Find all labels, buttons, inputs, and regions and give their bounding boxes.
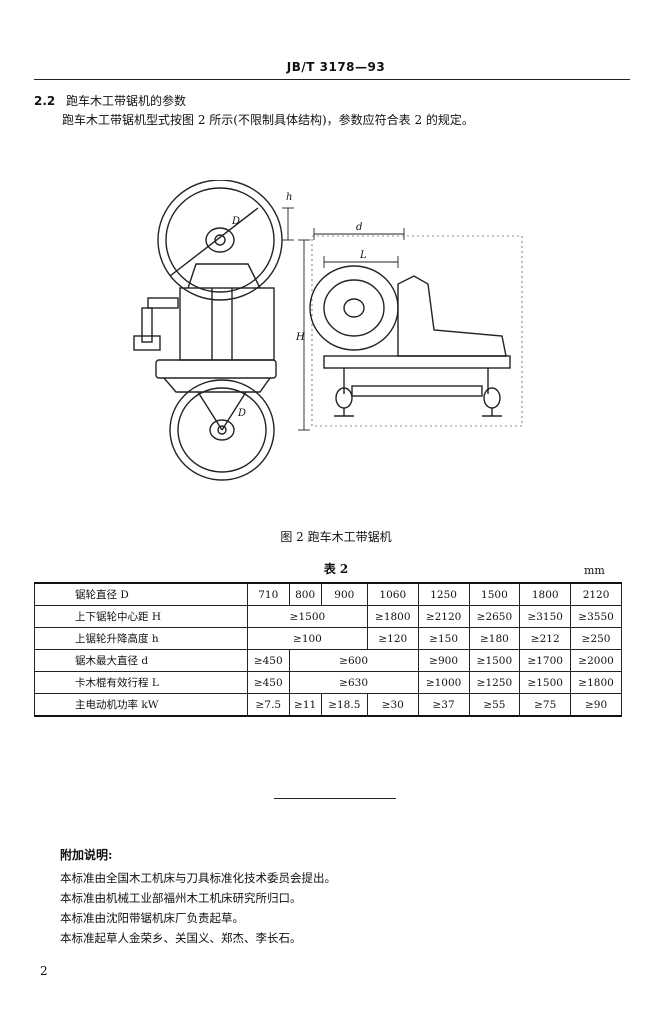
table-cell: ≥3150 xyxy=(519,605,572,628)
table-cell: ≥212 xyxy=(519,627,572,650)
table-cell: ≥3550 xyxy=(570,605,622,628)
row-label: 卡木棍有效行程 L xyxy=(34,671,248,694)
table-cell: 1500 xyxy=(468,582,521,606)
standard-code: JB/T 3178—93 xyxy=(286,60,386,74)
table-cell: ≥37 xyxy=(417,693,470,717)
note-line: 本标准由机械工业部福州木工机床研究所归口。 xyxy=(60,891,302,905)
notes-title: 附加说明: xyxy=(60,848,113,862)
table-cell: 2120 xyxy=(570,582,622,606)
table-cell: ≥1800 xyxy=(366,605,419,628)
body-paragraph: 跑车木工带锯机型式按图 2 所示(不限制具体结构)，参数应符合表 2 的规定。 xyxy=(62,113,474,127)
note-line: 本标准起草人金荣乡、关国义、郑杰、李长石。 xyxy=(60,931,302,945)
table-cell: ≥90 xyxy=(570,693,622,717)
section-title: 跑车木工带锯机的参数 xyxy=(66,94,187,108)
table-cell: ≥55 xyxy=(468,693,521,717)
section-separator xyxy=(274,798,396,799)
page-number: 2 xyxy=(40,964,48,978)
table-cell: ≥600 xyxy=(288,649,419,672)
table-cell: ≥1250 xyxy=(468,671,521,694)
table-cell: 900 xyxy=(320,582,368,606)
table-cell: ≥450 xyxy=(247,671,290,694)
section-number: 2.2 xyxy=(34,94,56,108)
log-carriage xyxy=(309,235,523,427)
table-cell: ≥1000 xyxy=(417,671,470,694)
table-cell: ≥30 xyxy=(366,693,419,717)
table-cell: ≥1500 xyxy=(247,605,368,628)
table-row: 锯木最大直径 d≥450≥600≥900≥1500≥1700≥2000 xyxy=(34,649,622,672)
note-line: 本标准由沈阳带锯机床厂负责起草。 xyxy=(60,911,244,925)
height-dimensions xyxy=(282,207,310,431)
table-cell: ≥1500 xyxy=(519,671,572,694)
table-row: 上下锯轮中心距 H≥1500≥1800≥2120≥2650≥3150≥3550 xyxy=(34,605,622,628)
top-saw-wheel xyxy=(157,180,283,301)
table-cell: ≥11 xyxy=(288,693,322,717)
table-cell: ≥120 xyxy=(366,627,419,650)
table-cell: 710 xyxy=(247,582,290,606)
row-label: 锯木最大直径 d xyxy=(34,649,248,672)
label-h: h xyxy=(286,192,292,203)
note-line: 本标准由全国木工机床与刀具标准化技术委员会提出。 xyxy=(60,871,336,885)
table-row: 卡木棍有效行程 L≥450≥630≥1000≥1250≥1500≥1800 xyxy=(34,671,622,694)
saw-frame xyxy=(133,263,277,393)
table-cell: 1060 xyxy=(366,582,419,606)
carriage-dimensions xyxy=(313,228,405,268)
label-D-bottom: D xyxy=(237,408,246,419)
table-cell: ≥1800 xyxy=(570,671,622,694)
table-row: 主电动机功率 kW≥7.5≥11≥18.5≥30≥37≥55≥75≥90 xyxy=(34,693,622,717)
row-label: 上下锯轮中心距 H xyxy=(34,605,248,628)
row-label: 主电动机功率 kW xyxy=(34,693,248,717)
label-H: H xyxy=(295,332,305,343)
table-cell: ≥1700 xyxy=(519,649,572,672)
table-cell: 1800 xyxy=(519,582,572,606)
table-cell: 800 xyxy=(288,582,322,606)
table-cell: ≥75 xyxy=(519,693,572,717)
row-label: 锯轮直径 D xyxy=(34,582,248,606)
band-saw-figure: D h H D d L xyxy=(133,180,523,481)
table-title: 表 2 xyxy=(323,562,349,576)
table-row: 上锯轮升降高度 h≥100≥120≥150≥180≥212≥250 xyxy=(34,627,622,650)
table-cell: 1250 xyxy=(417,582,470,606)
table-cell: ≥900 xyxy=(417,649,470,672)
table-cell: ≥18.5 xyxy=(320,693,368,717)
bottom-saw-wheel xyxy=(169,379,275,481)
table-cell: ≥630 xyxy=(288,671,419,694)
table-cell: ≥2000 xyxy=(570,649,622,672)
table-cell: ≥180 xyxy=(468,627,521,650)
header-rule xyxy=(34,79,630,80)
table-cell: ≥1500 xyxy=(468,649,521,672)
table-cell: ≥2120 xyxy=(417,605,470,628)
table-cell: ≥100 xyxy=(247,627,368,650)
figure-caption: 图 2 跑车木工带锯机 xyxy=(280,530,392,544)
table-cell: ≥7.5 xyxy=(247,693,290,717)
table-cell: ≥450 xyxy=(247,649,290,672)
table-cell: ≥2650 xyxy=(468,605,521,628)
label-L: L xyxy=(359,250,367,261)
label-d: d xyxy=(356,222,362,233)
row-label: 上锯轮升降高度 h xyxy=(34,627,248,650)
section-heading: 2.2 跑车木工带锯机的参数 xyxy=(34,92,186,109)
table-cell: ≥150 xyxy=(417,627,470,650)
table-cell: ≥250 xyxy=(570,627,622,650)
table-unit: mm xyxy=(584,564,605,577)
label-D-top: D xyxy=(231,216,240,227)
